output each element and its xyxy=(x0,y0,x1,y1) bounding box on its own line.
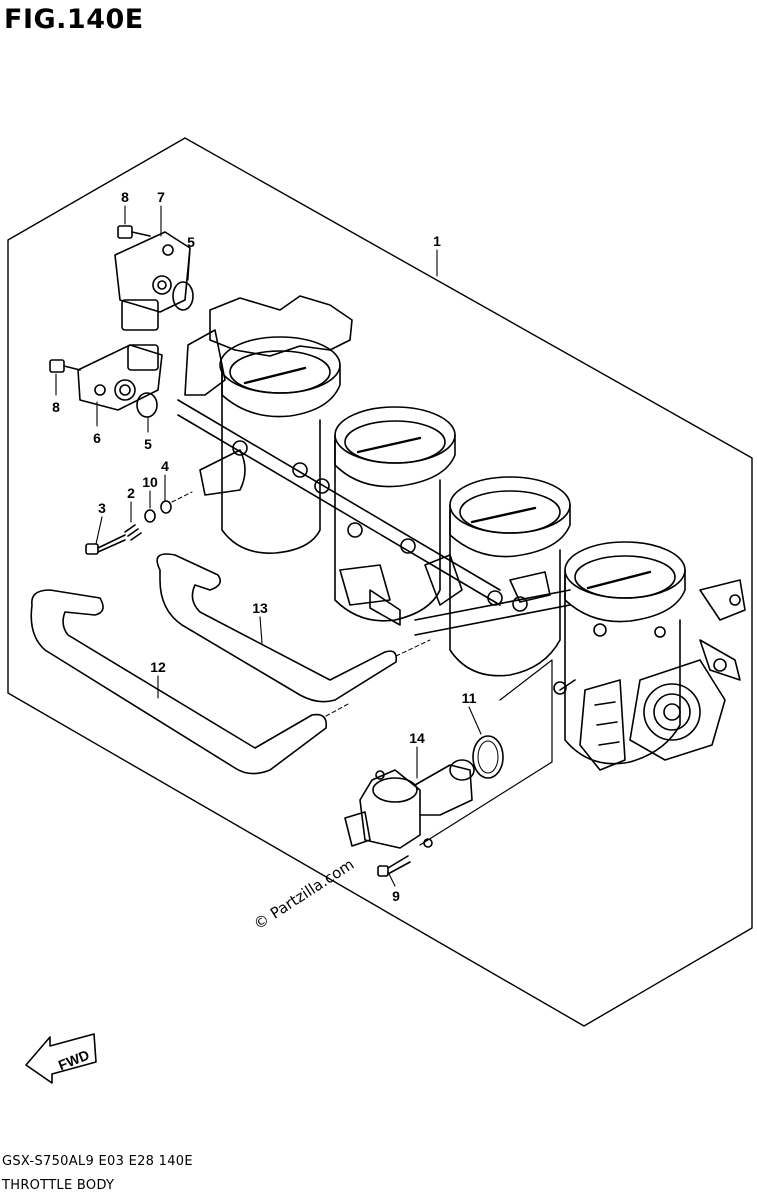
callout-1: 1 xyxy=(433,233,441,249)
callout-10: 10 xyxy=(142,474,158,490)
callout-7: 7 xyxy=(157,189,165,205)
screw-8-lower xyxy=(49,359,81,373)
callout-5-lower: 5 xyxy=(144,436,152,452)
watermark: © Partzilla.com xyxy=(250,855,357,933)
o-ring-part-11 xyxy=(472,735,504,779)
o-ring-5-upper xyxy=(172,281,194,311)
sensor-part-6 xyxy=(77,344,163,411)
callout-6: 6 xyxy=(93,430,101,446)
screw-part-3 xyxy=(85,534,126,555)
hose-part-13 xyxy=(156,553,398,703)
model-code: GSX-S750AL9 E03 E28 140E xyxy=(2,1154,193,1169)
callout-4: 4 xyxy=(161,458,169,474)
callout-3: 3 xyxy=(98,500,106,516)
section-name: THROTTLE BODY xyxy=(2,1178,115,1193)
inner-boundary xyxy=(419,659,553,846)
spring-part-2 xyxy=(124,524,142,541)
callout-13: 13 xyxy=(252,600,268,616)
o-ring-5-lower xyxy=(136,392,158,418)
screw-part-9 xyxy=(377,855,411,877)
o-ring-part-4 xyxy=(160,500,172,514)
fwd-arrow: FWD xyxy=(25,1033,97,1084)
callout-11: 11 xyxy=(462,690,477,706)
callout-8-lower: 8 xyxy=(52,399,60,415)
idle-control-part-14 xyxy=(344,759,475,849)
hose-part-12 xyxy=(30,589,328,775)
callout-14: 14 xyxy=(409,730,425,746)
callout-12: 12 xyxy=(150,659,166,675)
sensor-part-7 xyxy=(114,231,191,331)
screw-8-upper xyxy=(117,225,151,239)
callout-2: 2 xyxy=(127,485,135,501)
callout-8-upper: 8 xyxy=(121,189,129,205)
washer-part-10 xyxy=(144,509,156,523)
throttle-body-assembly xyxy=(177,295,746,771)
figure-title: FIG.140E xyxy=(4,4,144,35)
callout-9: 9 xyxy=(392,888,400,904)
fwd-label: FWD xyxy=(56,1046,92,1073)
callout-5-upper: 5 xyxy=(187,234,195,250)
assembly-boundary xyxy=(7,137,753,1027)
